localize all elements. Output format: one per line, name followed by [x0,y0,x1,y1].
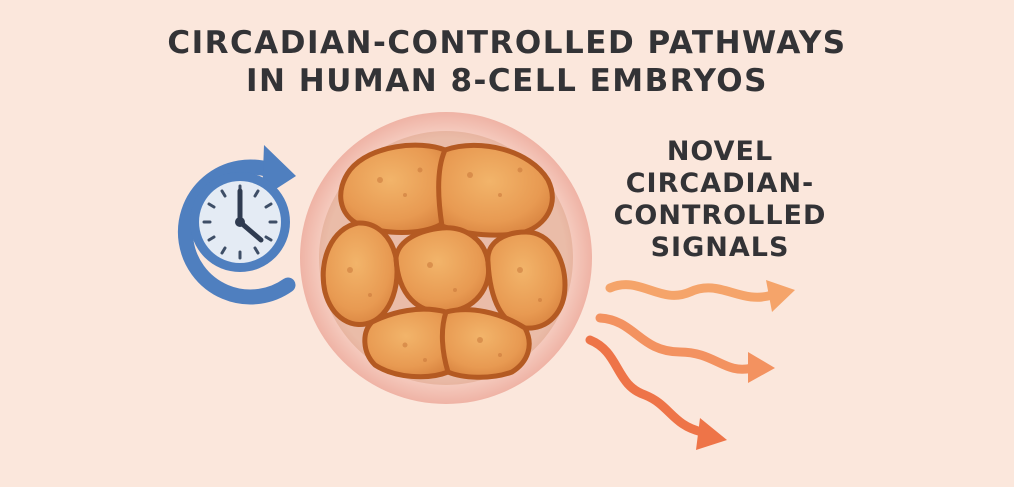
signals-label-line-3: CONTROLLED [613,200,827,231]
signals-label-line-4: SIGNALS [650,232,790,263]
title-line-2: IN HUMAN 8-CELL EMBRYOS [246,63,768,99]
embryo-icon [300,112,592,404]
wavy-arrow-icon [595,313,775,383]
diagram-title: CIRCADIAN-CONTROLLED PATHWAYS IN HUMAN 8… [0,24,1014,100]
embryo-cell-4 [393,225,492,315]
signals-label-line-1: NOVEL [666,136,774,167]
wavy-arrow-icon [585,335,727,450]
cell-texture [347,167,542,362]
clock-icon [190,172,290,272]
title-line-1: CIRCADIAN-CONTROLLED PATHWAYS [167,25,847,61]
embryo-cell-7 [439,307,532,380]
embryo-cell-3 [320,220,400,327]
wavy-arrow-icon [605,280,795,312]
circadian-clock-group [177,145,296,305]
signal-arrows [585,280,795,450]
novel-signals-label: NOVEL CIRCADIAN- CONTROLLED SIGNALS [610,136,830,264]
signals-label-line-2: CIRCADIAN- [625,168,815,199]
